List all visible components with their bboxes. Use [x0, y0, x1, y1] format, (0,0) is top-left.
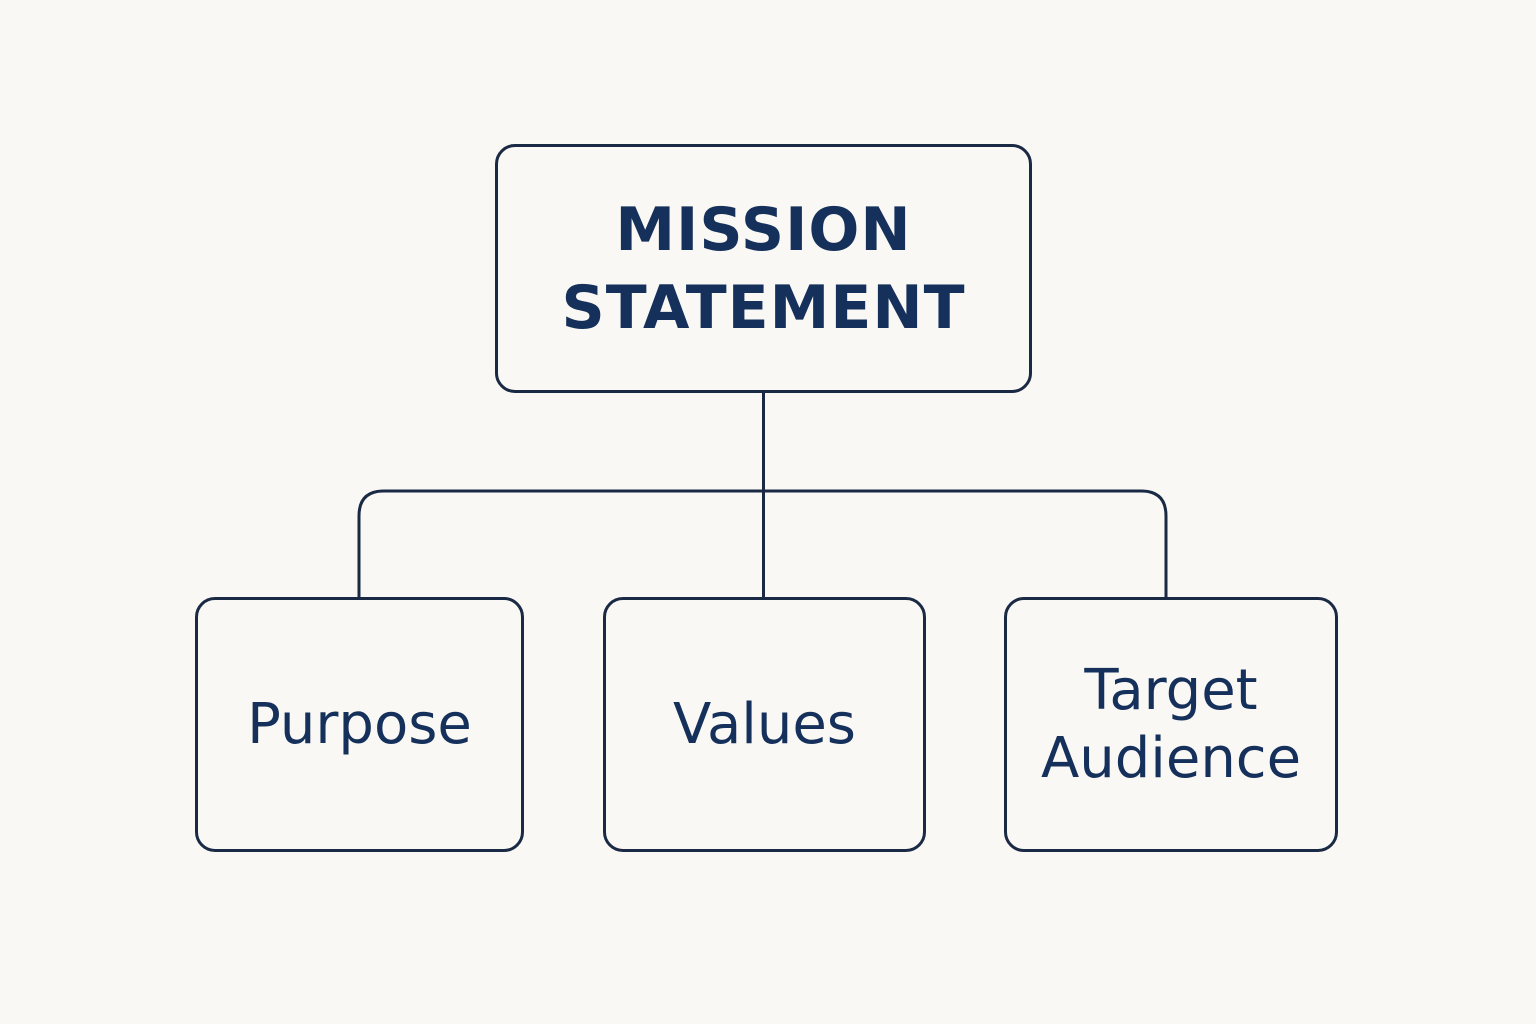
purpose-box: Purpose	[195, 597, 524, 852]
target-audience-line-2: Audience	[1040, 725, 1302, 791]
branch-connector	[357, 489, 1168, 598]
mission-statement-line-1: MISSION	[615, 194, 912, 265]
values-box: Values	[603, 597, 926, 852]
target-audience-line-1: Target	[1084, 657, 1258, 723]
values-label: Values	[673, 691, 856, 757]
target-audience-box: Target Audience	[1004, 597, 1338, 852]
purpose-label: Purpose	[247, 691, 472, 757]
mission-statement-box: MISSION STATEMENT	[495, 144, 1032, 393]
mission-statement-line-2: STATEMENT	[561, 272, 966, 343]
